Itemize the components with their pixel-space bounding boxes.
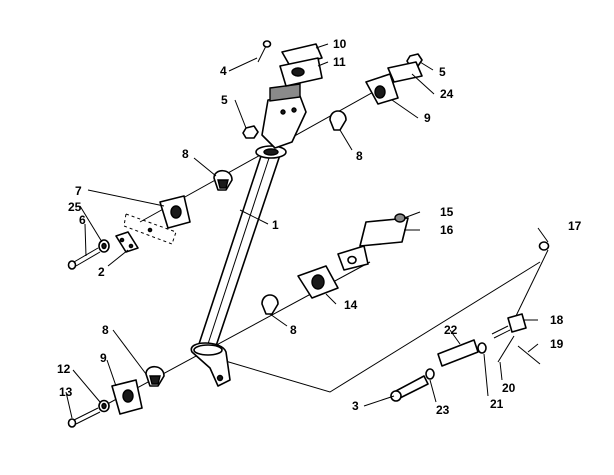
assembly-axis-lines	[99, 79, 549, 409]
callout-9-lower: 9	[100, 351, 107, 365]
callout-3: 3	[352, 399, 359, 413]
callout-4: 4	[220, 64, 227, 78]
callout-23: 23	[436, 403, 450, 417]
nut-5-left	[242, 125, 259, 139]
callout-13: 13	[59, 385, 73, 399]
callout-12: 12	[57, 362, 71, 376]
callout-16: 16	[440, 223, 454, 237]
bushing-8-upper-left	[213, 169, 233, 191]
callout-8-upper-right: 8	[356, 149, 363, 163]
callout-18: 18	[550, 313, 564, 327]
callout-22: 22	[444, 323, 458, 337]
lower-left-bracket	[67, 379, 143, 428]
callout-2: 2	[98, 265, 105, 279]
bushing-8-lower-right	[261, 294, 279, 315]
callout-8-lower-left: 8	[102, 323, 109, 337]
callout-14: 14	[344, 298, 358, 312]
callout-25: 25	[68, 200, 82, 214]
callout-5-left: 5	[221, 93, 228, 107]
callout-9-upper: 9	[424, 111, 431, 125]
right-mid-group	[297, 213, 409, 299]
steering-post	[190, 83, 307, 387]
left-mount-block	[67, 195, 191, 270]
callout-11: 11	[333, 55, 346, 69]
bushing-8-lower-left	[145, 365, 165, 387]
bushing-8-upper-right	[329, 110, 347, 131]
callout-8-upper-left: 8	[182, 147, 189, 161]
callout-17: 17	[568, 219, 582, 233]
tie-rod-assembly	[390, 241, 550, 402]
upper-right-block	[365, 61, 423, 105]
leader-lines	[65, 43, 549, 419]
callout-19: 19	[550, 337, 564, 351]
upper-clamp	[257, 40, 323, 87]
callout-labels: 1 2 3 4 5 5 6 7 8 8 8 8 9 9 10 11 12 13 …	[57, 37, 582, 417]
callout-24: 24	[440, 87, 454, 101]
callout-15: 15	[440, 205, 454, 219]
callout-10: 10	[333, 37, 347, 51]
callout-5-right: 5	[439, 65, 446, 79]
callout-21: 21	[490, 397, 504, 411]
callout-20: 20	[502, 381, 516, 395]
callout-7: 7	[75, 184, 82, 198]
callout-6: 6	[79, 213, 86, 227]
callout-8-lower-right: 8	[290, 323, 297, 337]
callout-1: 1	[272, 218, 279, 232]
